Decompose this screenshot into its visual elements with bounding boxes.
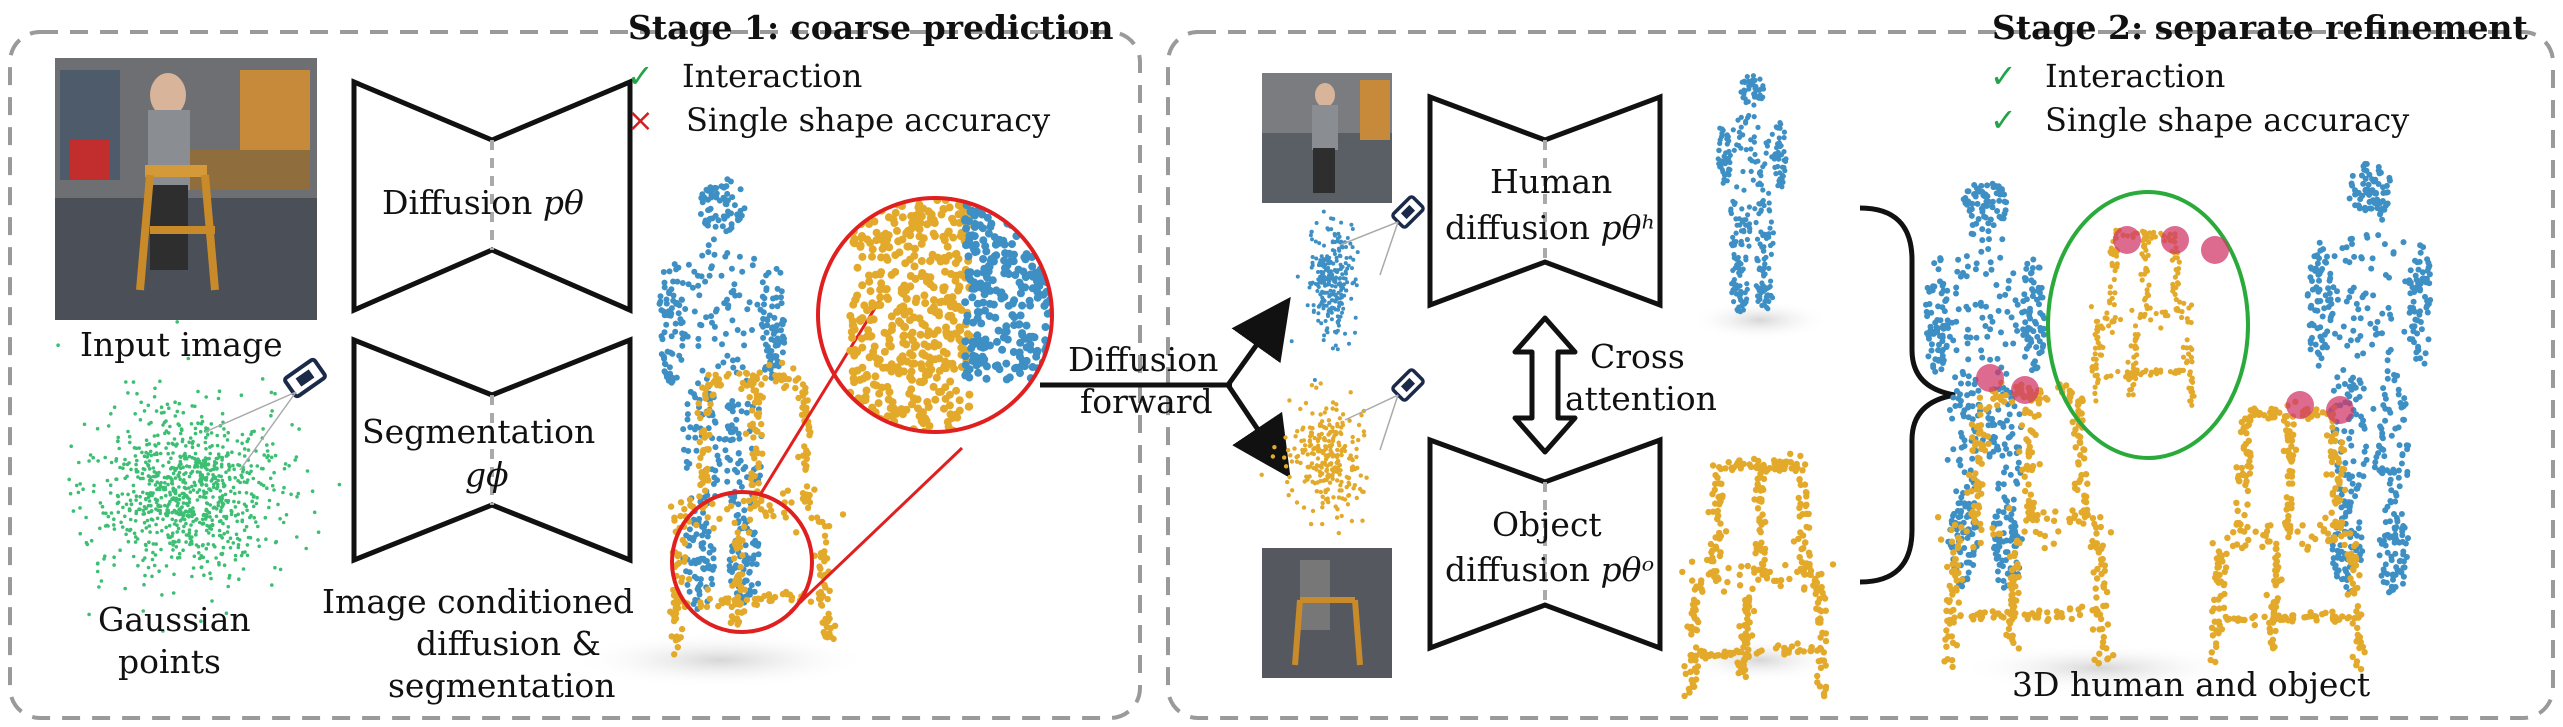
camera-icon-object — [1391, 368, 1425, 402]
forward-label-line1: Diffusion — [1068, 340, 1219, 379]
result-label: 3D human and object — [2012, 665, 2371, 704]
check-icon: ✓ — [627, 57, 654, 95]
diffusion-network-shape — [351, 78, 633, 314]
input-image-label: Input image — [80, 325, 283, 364]
zoom-line-top — [758, 299, 882, 496]
forward-label-line2: forward — [1080, 382, 1213, 421]
contact-highlight-ellipse — [2046, 190, 2250, 460]
cross-attention-arrow — [1512, 315, 1578, 455]
criterion-label: Single shape accuracy — [2044, 101, 2410, 139]
caption-line3: segmentation — [388, 666, 616, 705]
shadow — [1690, 300, 1830, 340]
human-crop-photo — [1262, 73, 1392, 203]
caption-line1: Image conditioned — [322, 582, 635, 621]
contact-markers — [1976, 226, 2354, 424]
check-icon: ✓ — [1990, 57, 2017, 95]
human-label: Human — [1490, 162, 1613, 201]
human-diffusion-text: diffusion — [1445, 208, 1590, 247]
stage1-panel — [8, 30, 1142, 720]
gaussian-label-line2: points — [118, 642, 221, 681]
human-diffusion-network-shape — [1427, 93, 1663, 309]
forward-arrow-down — [1225, 383, 1291, 479]
stage1-criterion-1: ✓ Interaction — [627, 57, 862, 95]
forward-arrow-up — [1225, 296, 1291, 387]
segmentation-symbol: gϕ — [465, 455, 509, 494]
noised-object-points — [1259, 381, 1369, 536]
camera-icon-human — [1391, 195, 1425, 229]
noised-human-points — [1289, 209, 1360, 382]
stage1-criterion-2: × Single shape accuracy — [627, 101, 1050, 139]
human-diffusion-label: diffusion pθʰ — [1445, 208, 1656, 248]
zoom-line-bottom — [788, 446, 964, 614]
object-diffusion-symbol: pθᵒ — [1600, 550, 1655, 589]
camera-icon — [283, 357, 327, 399]
stage1-title: Stage 1: coarse prediction — [628, 8, 1114, 47]
human-diffusion-symbol: pθʰ — [1600, 208, 1656, 247]
zoom-magnified — [816, 196, 1054, 434]
camera-frustum-object — [1344, 394, 1399, 451]
caption-line2: diffusion & — [416, 624, 601, 663]
object-diffusion-network-shape — [1427, 436, 1663, 652]
diffusion-text: Diffusion — [382, 183, 533, 222]
shadow — [570, 632, 870, 688]
segmentation-network-shape — [351, 336, 633, 564]
refined-chair-points — [1679, 450, 1837, 700]
input-photo — [55, 58, 317, 320]
shadow — [1960, 644, 2240, 692]
criterion-label: Single shape accuracy — [685, 101, 1051, 139]
diffusion-label: Diffusion pθ — [382, 183, 584, 223]
refined-human-points — [1715, 73, 1789, 315]
object-diffusion-label: diffusion pθᵒ — [1445, 550, 1654, 590]
camera-frustum-human — [1339, 221, 1399, 276]
stage2-panel — [1166, 30, 2555, 720]
object-diffusion-text: diffusion — [1445, 550, 1590, 589]
coarse-human-points — [656, 176, 788, 612]
gaussian-label-line1: Gaussian — [98, 600, 251, 639]
cross-attention-line1: Cross — [1590, 337, 1685, 376]
criterion-label: Interaction — [2044, 57, 2226, 95]
gaussian-point-cloud — [56, 320, 377, 633]
zoom-source-circle — [670, 490, 814, 634]
criterion-label: Interaction — [681, 57, 863, 95]
curly-brace — [1859, 205, 1956, 585]
segmentation-label: Segmentation — [362, 412, 596, 451]
coarse-chair-points — [667, 359, 847, 658]
object-crop-photo — [1262, 548, 1392, 678]
camera-frustum — [204, 391, 297, 471]
object-label: Object — [1492, 505, 1602, 544]
diffusion-symbol: pθ — [542, 183, 584, 222]
check-icon: ✓ — [1990, 101, 2017, 139]
stage2-title: Stage 2: separate refinement — [1992, 8, 2528, 47]
stage2-criterion-1: ✓ Interaction — [1990, 57, 2225, 95]
stage2-criterion-2: ✓ Single shape accuracy — [1990, 101, 2409, 139]
cross-attention-line2: attention — [1565, 379, 1717, 418]
cross-icon: × — [627, 101, 654, 139]
final-result-front — [1923, 180, 2117, 671]
